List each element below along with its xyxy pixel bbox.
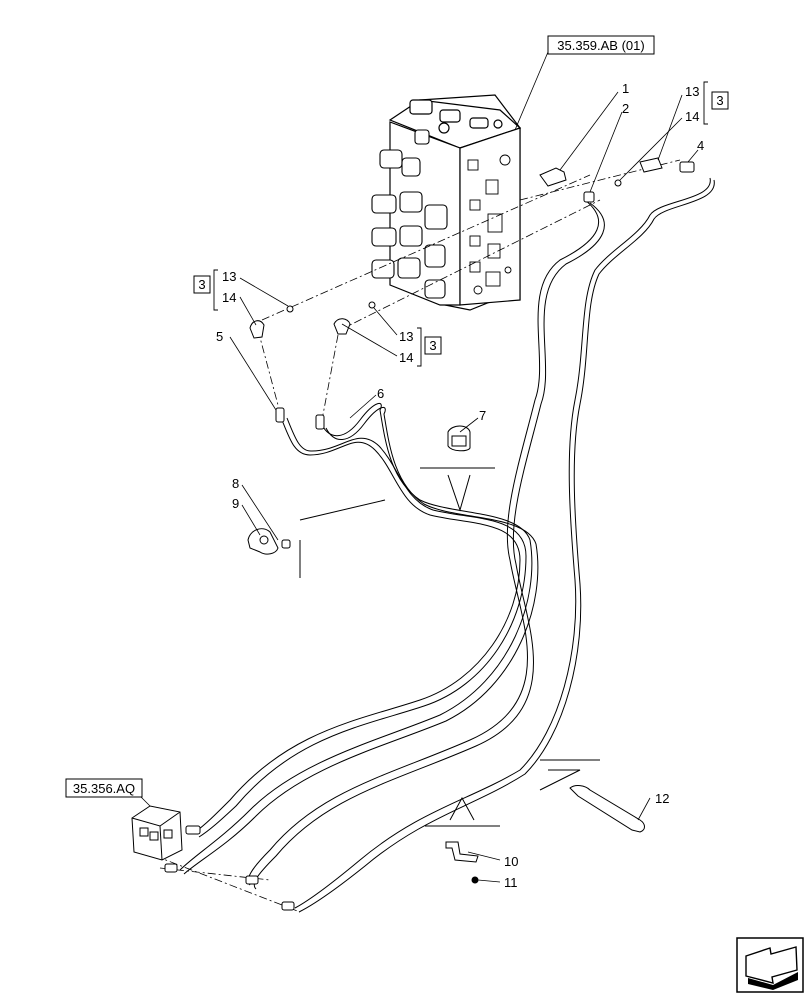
group-brackets [213, 81, 708, 367]
ref-valve-label: 35.359.AB (01) [557, 38, 644, 53]
callout-6: 6 [377, 386, 384, 401]
callout-box-3-top[interactable]: 3 [711, 91, 729, 110]
callout-7: 7 [479, 408, 486, 423]
callout-14-top: 14 [685, 109, 699, 124]
callout-14-mid: 14 [399, 350, 413, 365]
callout-box-3-left[interactable]: 3 [193, 275, 211, 294]
section-marks [299, 467, 600, 827]
clamp-part-10 [445, 841, 479, 884]
callout-1: 1 [622, 81, 629, 96]
callout-10: 10 [504, 854, 518, 869]
motor-block [131, 805, 295, 911]
svg-text:3: 3 [429, 338, 436, 353]
callout-11: 11 [504, 875, 518, 890]
callout-12: 12 [655, 791, 669, 806]
ref-motor-label: 35.356.AQ [73, 781, 135, 796]
callout-box-3-mid[interactable]: 3 [424, 336, 442, 355]
ref-motor-box[interactable]: 35.356.AQ [65, 778, 143, 798]
callout-13-left: 13 [222, 269, 236, 284]
callout-14-left: 14 [222, 290, 236, 305]
callout-2: 2 [622, 101, 629, 116]
callout-8: 8 [232, 476, 239, 491]
leader-lines [139, 51, 699, 883]
top-fittings [249, 157, 695, 430]
hydraulic-hoses [179, 177, 715, 913]
control-valve [371, 94, 522, 311]
callout-4: 4 [697, 138, 704, 153]
callout-13-mid: 13 [399, 329, 413, 344]
svg-text:3: 3 [198, 277, 205, 292]
ref-valve-box[interactable]: 35.359.AB (01) [547, 35, 655, 55]
callout-9: 9 [232, 496, 239, 511]
callout-5: 5 [216, 329, 223, 344]
bracket-part-8 [247, 528, 291, 555]
callout-13-top: 13 [685, 84, 699, 99]
svg-text:3: 3 [716, 93, 723, 108]
strap-part-12 [569, 785, 645, 833]
clip-part-7 [447, 425, 471, 452]
next-page-arrow-icon[interactable] [736, 937, 804, 993]
